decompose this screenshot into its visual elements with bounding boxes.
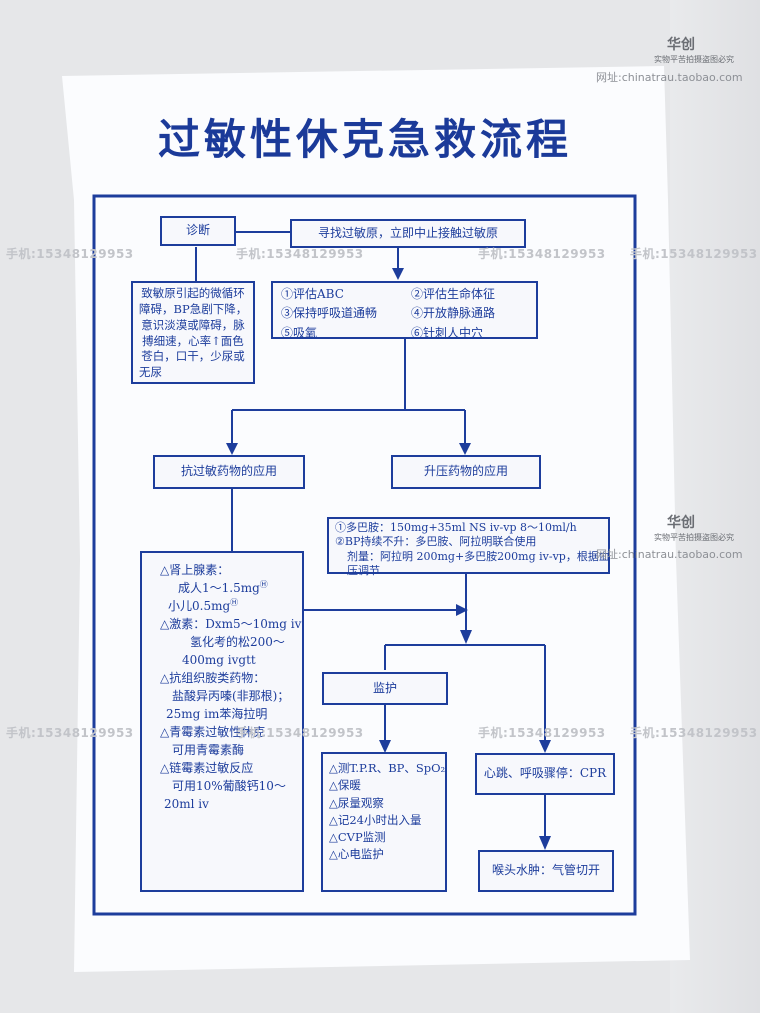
watermark-phone: 手机:15348129953: [6, 726, 134, 740]
watermark-tagline: 实物平苦拍摄盗图必究: [654, 533, 734, 542]
diagnosis-box: 诊断: [160, 216, 236, 246]
circle-h-icon: Ⓗ: [230, 598, 239, 607]
drug-list-box: △肾上腺素： 成人1～1.5mgⒽ 小儿0.5mgⒽ △激素：Dxm5～10mg…: [140, 551, 304, 892]
assess-item: ③保持呼吸道通畅: [281, 306, 378, 321]
connectors: [195, 231, 546, 838]
watermark-phone: 手机:15348129953: [236, 726, 364, 740]
drug-line: 可用青霉素酶: [172, 743, 245, 757]
watermark-tagline: 实物平苦拍摄盗图必究: [654, 55, 734, 64]
find-allergen-box: 寻找过敏原，立即中止接触过敏原: [290, 219, 526, 248]
assessment-box: ①评估ABC ②评估生命体征 ③保持呼吸道通畅 ④开放静脉通路 ⑤吸氧 ⑥针刺人…: [271, 281, 538, 342]
watermark-phone: 手机:15348129953: [630, 247, 758, 261]
symptoms-box: 致敏原引起的微循环 障碍，BP急剧下降， 意识淡漠或障碍，脉 搏细速，心率↑面色…: [131, 281, 255, 384]
page-title: 过敏性休克急救流程: [157, 115, 572, 164]
symptom-line: 无尿: [139, 365, 162, 380]
anti-allergy-box: 抗过敏药物的应用: [153, 455, 305, 489]
monitor-item: △CVP监测: [329, 830, 386, 844]
assess-item: ⑥针刺人中穴: [411, 325, 484, 340]
vasopressor-label: 升压药物的应用: [423, 464, 508, 479]
assess-item: ④开放静脉通路: [411, 306, 496, 321]
drug-line-text: 小儿0.5mg: [168, 599, 231, 613]
watermark-brand: 华创: [667, 515, 695, 531]
drug-line: 可用10%葡酸钙10～: [172, 779, 286, 793]
drug-line: 成人1～1.5mgⒽ: [160, 579, 296, 597]
monitor-item: △测T.P.R、BP、SpO₂: [329, 761, 446, 775]
symptom-line: 致敏原引起的微循环: [141, 286, 245, 300]
drug-line: △青霉素过敏性休克: [160, 725, 266, 739]
drug-line: 25mg im苯海拉明: [166, 707, 268, 721]
watermark-url: 网址:chinatrau.taobao.com: [596, 548, 743, 561]
symptom-line: 苍白，口干，少尿或: [141, 349, 245, 364]
vaso-line: ①多巴胺：150mg+35ml NS iv-vp 8～10ml/h: [335, 521, 577, 534]
watermark-brand: 华创: [667, 37, 695, 53]
drug-line: △链霉素过敏反应: [160, 761, 254, 775]
symptom-line: 意识淡漠或障碍，脉: [141, 317, 245, 332]
watermark-phone: 手机:15348129953: [6, 247, 134, 261]
cpr-box: 心跳、呼吸骤停：CPR: [475, 753, 615, 795]
anti-allergy-label: 抗过敏药物的应用: [180, 464, 277, 479]
watermark-phone: 手机:15348129953: [630, 726, 758, 740]
drug-line: 盐酸异丙嗪(非那根)；: [172, 689, 290, 703]
watermark-phone: 手机:15348129953: [236, 247, 364, 261]
assessment-grid: ①评估ABC ②评估生命体征 ③保持呼吸道通畅 ④开放静脉通路 ⑤吸氧 ⑥针刺人…: [281, 286, 528, 342]
drug-line: 400mg ivgtt: [182, 653, 256, 667]
vaso-line: 剂量：阿拉明 200mg+多巴胺200mg iv-vp，根据血: [347, 549, 610, 563]
vasopressor-detail-box: ①多巴胺：150mg+35ml NS iv-vp 8～10ml/h ②BP持续不…: [327, 517, 610, 577]
monitor-items-box: △测T.P.R、BP、SpO₂ △保暖 △尿量观察 △记24小时出入量 △CVP…: [321, 752, 447, 892]
vasopressor-box: 升压药物的应用: [391, 455, 541, 489]
watermark-url: 网址:chinatrau.taobao.com: [596, 71, 743, 84]
monitor-item: △尿量观察: [329, 795, 384, 810]
throat-label: 喉头水肿：气管切开: [491, 863, 600, 878]
throat-box: 喉头水肿：气管切开: [478, 850, 614, 892]
monitor-box: 监护: [322, 672, 448, 705]
watermark-phone: 手机:15348129953: [478, 726, 606, 740]
drug-line: 氢化考的松200～: [190, 635, 285, 649]
monitor-label: 监护: [372, 680, 397, 695]
drug-line: △抗组织胺类药物：: [160, 671, 266, 685]
vaso-line: 压调节: [347, 563, 380, 577]
assess-item: ⑤吸氧: [281, 325, 318, 340]
vaso-line: ②BP持续不升：多巴胺、阿拉明联合使用: [335, 535, 537, 549]
assess-item: ②评估生命体征: [411, 287, 496, 301]
cpr-label: 心跳、呼吸骤停：CPR: [483, 766, 607, 781]
drug-line: △激素：Dxm5～10mg iv: [160, 617, 302, 631]
flowchart-frame: [92, 194, 637, 916]
monitor-item: △记24小时出入量: [329, 812, 422, 827]
drug-line: △肾上腺素：: [160, 563, 230, 577]
watermark-phone: 手机:15348129953: [478, 247, 606, 261]
find-allergen-label: 寻找过敏原，立即中止接触过敏原: [317, 225, 498, 240]
symptom-line: 搏细速，心率↑面色: [142, 333, 244, 348]
drug-line-text: 成人1～1.5mg: [178, 581, 260, 595]
drug-line: 20ml iv: [164, 797, 209, 811]
diagnosis-label: 诊断: [185, 223, 210, 238]
circle-h-icon: Ⓗ: [259, 580, 268, 589]
monitor-item: △心电监护: [329, 847, 384, 862]
symptom-line: 障碍，BP急剧下降，: [139, 301, 248, 316]
assess-item: ①评估ABC: [281, 287, 344, 301]
drug-line: 小儿0.5mgⒽ: [160, 597, 296, 615]
monitor-item: △保暖: [329, 778, 361, 793]
